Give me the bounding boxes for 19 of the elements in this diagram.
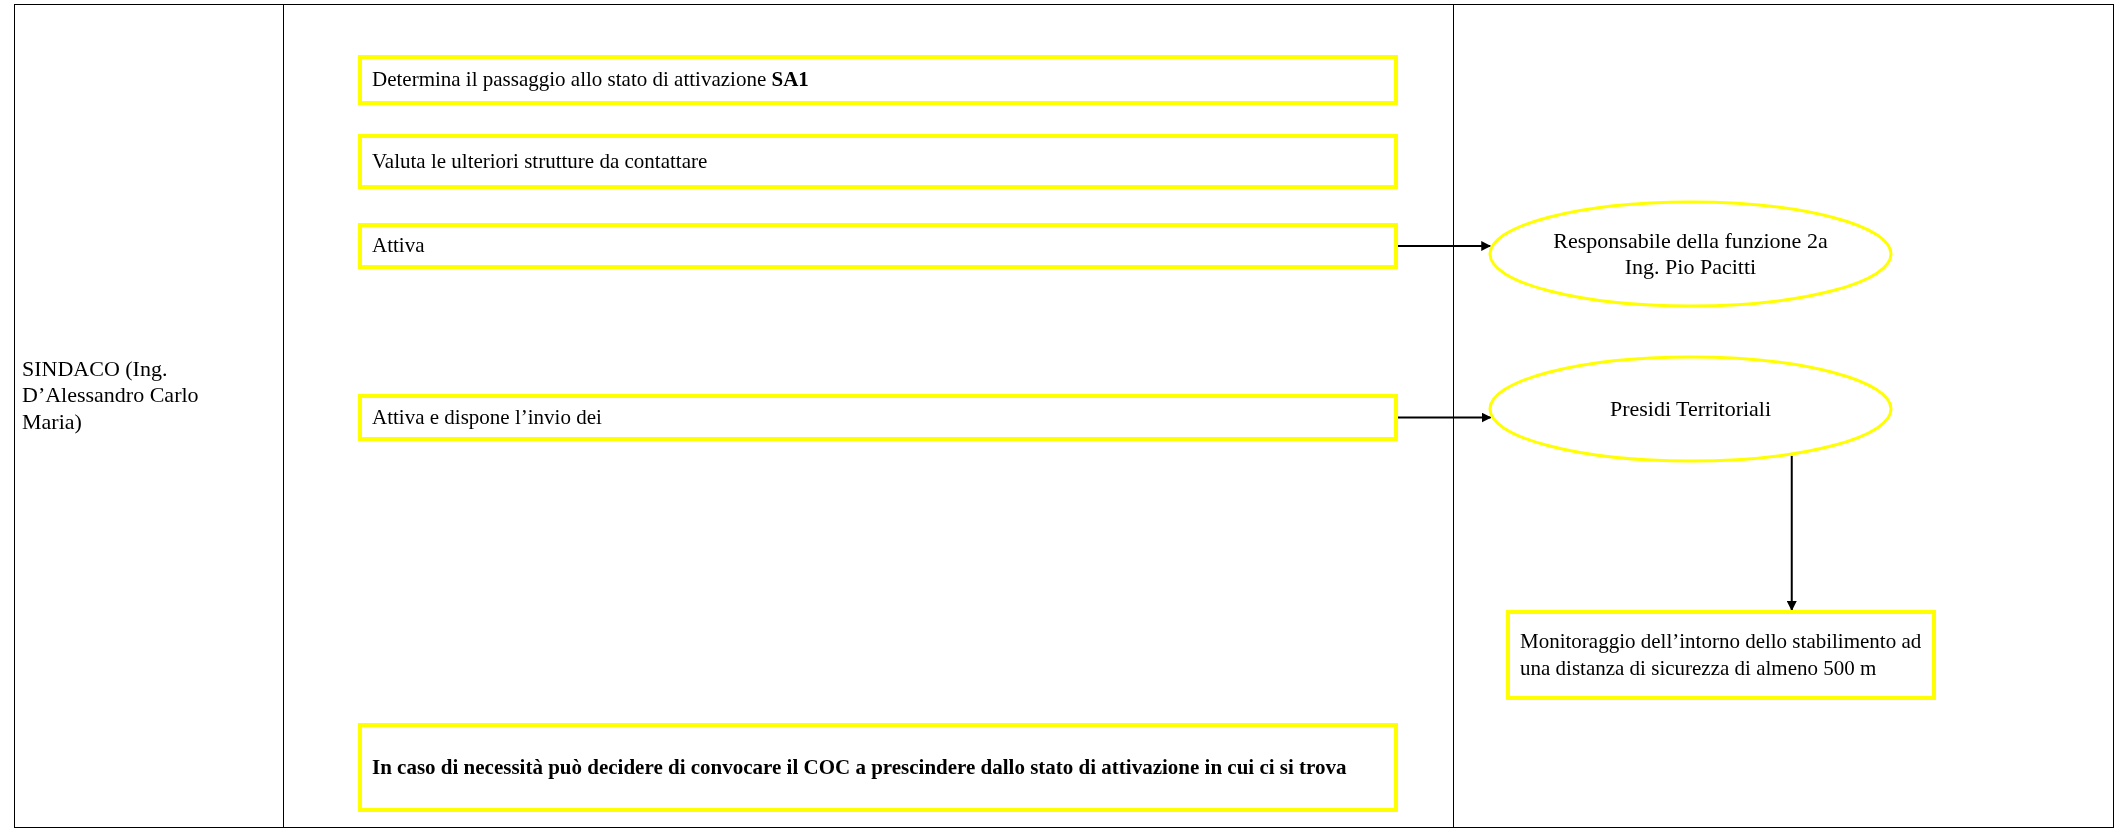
- node-text: Determina il passaggio allo stato di attivazione SA1: [372, 66, 810, 94]
- action-box: [358, 394, 1398, 441]
- node-text: In caso di necessità può decidere di convocare il COC a prescindere dallo stato di attivazione in cui ci si trova: [372, 753, 1348, 781]
- action-box: [1506, 610, 1936, 700]
- node-text: Monitoraggio dell’intorno dello stabilimento ad una distanza di sicurezza di almeno 500 m: [1520, 627, 1922, 682]
- node-text: Presidi Territoriali: [1609, 395, 1772, 423]
- arrow: [1397, 412, 1492, 423]
- action-box: [358, 723, 1398, 812]
- node-text: Attiva e dispone l’invio dei: [372, 403, 603, 431]
- action-box: [358, 134, 1398, 189]
- action-box: [358, 223, 1398, 269]
- arrow: [1786, 454, 1797, 611]
- node-text: Valuta le ulteriori strutture da contattare: [372, 147, 709, 175]
- node-text: Attiva: [372, 232, 426, 260]
- node-text: Ing. Pio Pacitti: [1624, 254, 1757, 281]
- node-text: Responsabile della funzione 2a: [1553, 227, 1828, 254]
- role-label: SINDACO (Ing. D’Alessandro Carlo Maria): [22, 356, 200, 436]
- action-box: [358, 55, 1398, 105]
- arrow: [1397, 241, 1492, 251]
